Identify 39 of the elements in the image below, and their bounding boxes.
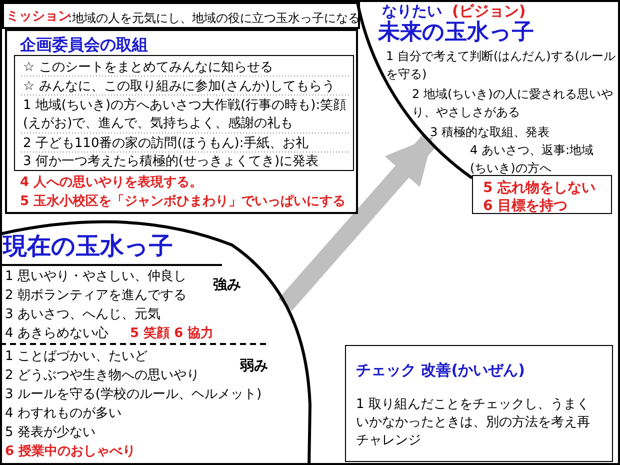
list-item: 2 子ども110番の家の訪問(ほうもん):手紙、お礼 xyxy=(23,135,309,153)
arrow xyxy=(278,134,437,311)
list-item: 3 ルールを守る(学校のルール、ヘルメット) xyxy=(5,386,262,404)
list-item: 3 何か一つ考えたら積極的(せっきょくてき)に発表 xyxy=(23,153,319,171)
list-item: 5 発表が少ない xyxy=(5,424,96,442)
list-item: ☆ みんなに、この取り組みに参加(さんか)してもらう xyxy=(23,78,335,96)
list-item: 6 目標を持つ xyxy=(483,197,568,215)
heading: 現在の玉水っ子 xyxy=(3,232,173,260)
list-item: ☆ このシートをまとめてみんなに知らせる xyxy=(23,59,273,77)
list-item: 5 笑顔 6 協力 xyxy=(130,325,214,343)
heading: 企画委員会の取組 xyxy=(20,35,148,55)
body-text: 1 取り組んだことをチェックし、うまくいかなかったときは、別の方法を考え再チャレンジ xyxy=(356,396,591,450)
label: 強み xyxy=(213,276,241,294)
list-item: 5 忘れ物をしない xyxy=(483,179,596,197)
note-box xyxy=(472,175,612,214)
list-item: 3 あいさつ、へんじ、元気 xyxy=(5,306,160,324)
list-item: 1 自分で考えて判断(はんだん)する(ルールを守る) xyxy=(386,48,616,83)
list-item: 4 あいさつ、返事:地域(ちいき)の方へ xyxy=(470,142,594,177)
mission-banner xyxy=(2,2,360,29)
list-item: 2 どうぶつや生き物への思いやり xyxy=(5,367,200,385)
list-item: 1 ことばづかい、たいど xyxy=(5,348,148,366)
heading: 未来の玉水っ子 xyxy=(378,20,534,46)
list-item: 4 人への思いやりを表現する。 xyxy=(20,174,203,192)
list-item: 5 玉水小校区を「ジャンボひまわり」でいっぱいにする xyxy=(20,193,346,211)
list-item: 2 朝ボランティアを進んでする xyxy=(5,287,186,305)
list-item: 4 あきらめない心 xyxy=(5,325,108,343)
list-item: 4 わすれものが多い xyxy=(5,405,122,423)
label: 弱み xyxy=(240,357,268,375)
panel-box xyxy=(5,29,358,214)
list-item: 2 地域(ちいき)の人に愛される思いやり、やさしさがある xyxy=(412,86,614,121)
list-box xyxy=(14,55,354,171)
heading: (ビジョン) xyxy=(452,2,526,20)
list-item: 1 思いやり・やさしい、仲良し xyxy=(5,268,186,286)
list-item: 6 授業中のおしゃべり xyxy=(5,443,136,461)
heading: チェック 改善(かいぜん) xyxy=(356,361,525,380)
list-item: 3 積極的な取組、発表 xyxy=(430,124,550,141)
list-item: 1 地域(ちいき)の方へあいさつ大作戦(行事の時も):笑顔(えがお)で、進んで、気持ちよく、感謝の礼も xyxy=(23,97,348,133)
note-box xyxy=(345,345,613,462)
heading: なりたい xyxy=(382,2,442,20)
